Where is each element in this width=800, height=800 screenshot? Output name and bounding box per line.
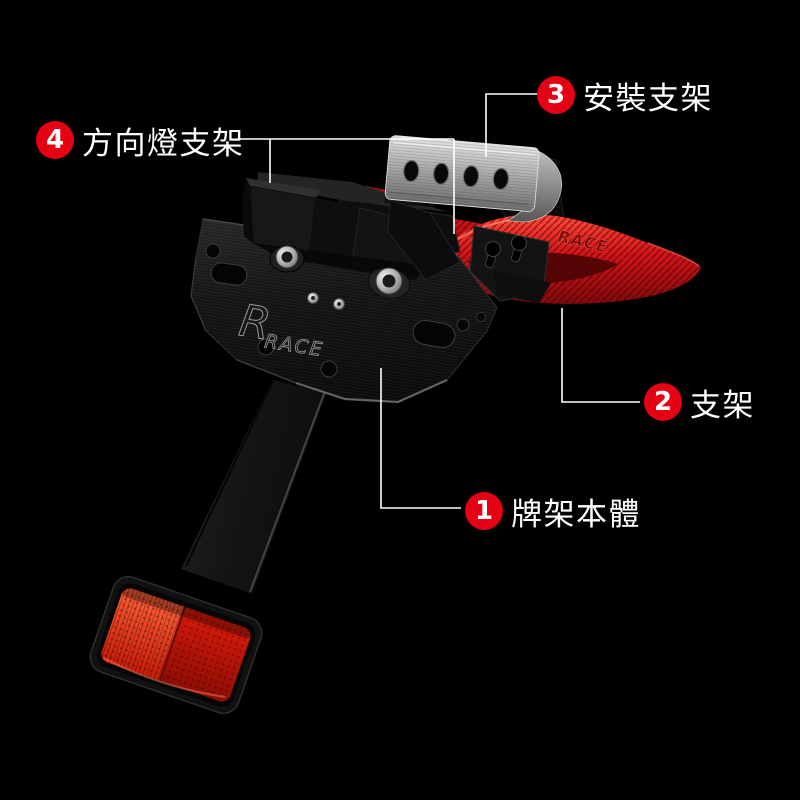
- callout-line-2: [561, 308, 640, 403]
- callout-line-1: [380, 368, 461, 509]
- plate-slot-right: [412, 319, 456, 349]
- bracket-hole: [462, 165, 480, 188]
- plate-hole: [320, 360, 338, 378]
- callout-4-label: 方向燈支架: [82, 125, 245, 162]
- plate-hole: [476, 312, 486, 322]
- bracket-hole: [432, 162, 450, 185]
- mounting-bracket: [384, 135, 563, 223]
- plate-hole: [205, 243, 221, 259]
- callout-3-badge: 3: [537, 76, 575, 114]
- reflector-stem-arm: [181, 380, 327, 594]
- adjuster-bracket: [469, 225, 551, 303]
- plate-hole: [456, 318, 470, 332]
- callout-2: 2 支架: [644, 383, 755, 424]
- reflector: [89, 575, 263, 715]
- callout-1: 1 牌架本體: [465, 492, 641, 533]
- callout-2-badge: 2: [644, 383, 682, 421]
- plate-hole: [257, 338, 275, 356]
- plate-logo: R RACE: [235, 295, 325, 362]
- bracket-hole: [403, 160, 420, 183]
- callout-lines: [237, 93, 640, 509]
- plate-slot-left: [210, 262, 248, 286]
- callout-4: 4 方向燈支架: [36, 121, 245, 162]
- callout-1-badge: 1: [465, 492, 503, 530]
- bracket-hole: [492, 167, 509, 191]
- callout-2-label: 支架: [690, 387, 755, 424]
- callout-line-3: [485, 93, 540, 157]
- plate-screws: [269, 245, 411, 310]
- callout-4-badge: 4: [36, 121, 74, 159]
- callout-3: 3 安裝支架: [537, 76, 713, 117]
- front-link-bracket: [387, 199, 461, 281]
- callout-1-label: 牌架本體: [511, 496, 641, 533]
- callout-3-label: 安裝支架: [583, 80, 713, 117]
